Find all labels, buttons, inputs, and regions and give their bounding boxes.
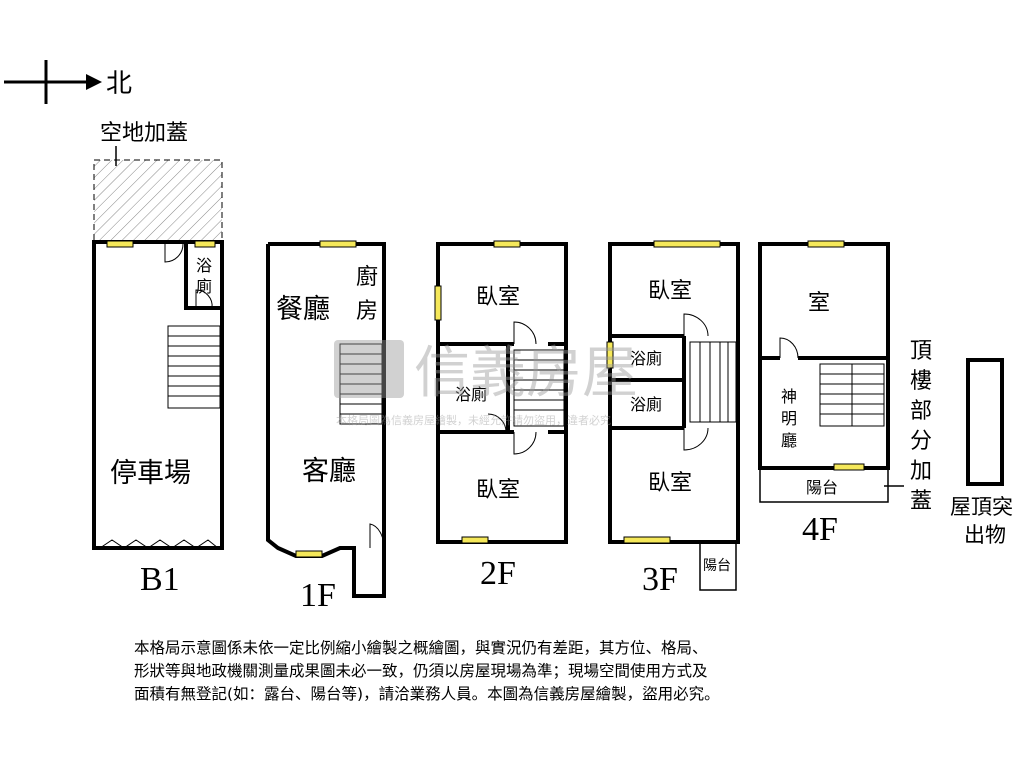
annex-label: 空地加蓋	[100, 121, 188, 146]
rooftop-protrusion-label-1: 屋頂突	[950, 495, 1013, 519]
b1-bath-label-1: 浴	[196, 256, 212, 275]
f2-floor-label: 2F	[480, 555, 516, 592]
svg-text:加: 加	[910, 459, 932, 484]
disclaimer-line-2: 形狀等與地政機關測量成果圖未必一致，仍須以房屋現場為準；現場空間使用方式及	[134, 662, 708, 680]
f1-floor-label: 1F	[300, 577, 336, 614]
b1-window	[106, 240, 134, 248]
svg-text:頂: 頂	[910, 339, 932, 364]
f3-bath-top-label: 浴廁	[630, 349, 662, 368]
f2-window-bottom	[461, 536, 489, 544]
svg-text:分: 分	[910, 429, 932, 454]
rooftop-addition-label: 頂 樓 部 分 加 蓋	[910, 339, 932, 514]
f3-window-top	[653, 240, 721, 248]
f1-dining-label: 餐廳	[276, 294, 330, 325]
f1-kitchen-label-2: 房	[356, 299, 378, 324]
f4-balcony	[759, 467, 889, 503]
annex-area	[93, 159, 223, 243]
floor-b1: 浴 廁 停車場 B1	[92, 240, 224, 598]
svg-text:蓋: 蓋	[910, 489, 932, 514]
f2-bath-label: 浴廁	[455, 385, 487, 404]
f1-living-label: 客廳	[302, 456, 356, 487]
f3-bath-bottom-label: 浴廁	[630, 395, 662, 414]
f3-door-top	[683, 313, 709, 337]
f3-window-bottom	[623, 536, 671, 544]
f3-balcony	[699, 541, 737, 591]
f1-kitchen-label-1: 廚	[356, 265, 378, 290]
f2-door-top	[513, 321, 537, 345]
f4-room-label: 室	[808, 291, 830, 316]
b1-floor-label: B1	[140, 561, 180, 598]
b1-stairs	[167, 325, 221, 409]
f2-window-top	[493, 240, 521, 248]
disclaimer: 本格局示意圖係未依一定比例縮小繪製之概繪圖，與實況仍有差距，其方位、格局、 形狀…	[134, 637, 914, 706]
f1-outline	[266, 242, 386, 598]
f4-shrine-label-3: 廳	[781, 431, 797, 450]
f2-door-bottom	[513, 431, 537, 455]
f1-window-bottom	[295, 550, 323, 558]
f3-bedroom-top-label: 臥室	[648, 279, 692, 304]
f4-shrine-label-2: 明	[781, 409, 797, 428]
floor-1f: 餐廳 廚 房 客廳 1F	[266, 240, 386, 614]
svg-text:樓: 樓	[910, 369, 932, 394]
f4-balcony-label: 陽台	[806, 478, 838, 497]
f4-shrine-label-1: 神	[781, 387, 797, 406]
b1-garage-door	[99, 539, 219, 549]
f3-door-bottom	[683, 427, 709, 451]
b1-outline	[92, 240, 224, 550]
f1-entry-door	[369, 523, 385, 549]
b1-door	[164, 243, 184, 263]
f4-floor-label: 4F	[802, 511, 838, 548]
f3-window-side	[606, 341, 614, 369]
f2-bedroom-bottom-label: 臥室	[476, 478, 520, 503]
north-label: 北	[106, 69, 132, 99]
f3-floor-label: 3F	[642, 561, 678, 598]
f3-bedroom-bottom-label: 臥室	[648, 471, 692, 496]
b1-bath-door	[195, 289, 213, 309]
watermark-notice: 本格局圖為信義房屋繪製，未經允許請勿盜用，違者必究	[336, 413, 611, 427]
f3-stairs	[689, 341, 737, 423]
rooftop-protrusion-label-2: 出物	[964, 523, 1006, 547]
svg-text:部: 部	[910, 399, 932, 424]
disclaimer-line-1: 本格局示意圖係未依一定比例縮小繪製之概繪圖，與實況仍有差距，其方位、格局、	[134, 639, 708, 657]
rooftop-protrusion-outline	[966, 358, 1004, 486]
disclaimer-line-3: 面積有無登記(如：露台、陽台等)，請洽業務人員。本圖為信義房屋繪製，盜用必究。	[134, 685, 720, 703]
b1-bath-label-2: 廁	[196, 277, 212, 296]
f3-balcony-label: 陽台	[703, 558, 731, 574]
floor-4f: 室 神 明 廳 陽台 4F	[758, 240, 904, 548]
f2-bedroom-top-label: 臥室	[476, 285, 520, 310]
f1-window-top	[319, 240, 357, 248]
compass: 北	[4, 60, 132, 104]
watermark: 信義房屋 本格局圖為信義房屋繪製，未經允許請勿盜用，違者必究	[334, 340, 638, 427]
watermark-logo-icon	[334, 340, 404, 398]
north-arrow-icon	[86, 74, 102, 90]
f4-window-top	[807, 240, 845, 248]
floor-3f: 臥室 浴廁 浴廁 臥室 陽台 3F	[606, 240, 740, 598]
b1-bath-wall	[184, 244, 222, 310]
f4-window-bottom	[833, 463, 865, 471]
b1-bath-window	[194, 240, 216, 248]
f2-window-side	[434, 285, 442, 321]
f4-stairs	[819, 363, 885, 427]
f2-stairs	[513, 349, 565, 427]
f4-door	[779, 337, 799, 359]
f2-bath-door	[487, 413, 507, 433]
f1-stairs	[339, 343, 383, 425]
floor-2f: 臥室 浴廁 臥室 2F	[434, 240, 568, 592]
rooftop-protrusion: 屋頂突 出物	[950, 358, 1013, 547]
watermark-brand: 信義房屋	[414, 341, 638, 406]
b1-parking-label: 停車場	[110, 458, 191, 489]
